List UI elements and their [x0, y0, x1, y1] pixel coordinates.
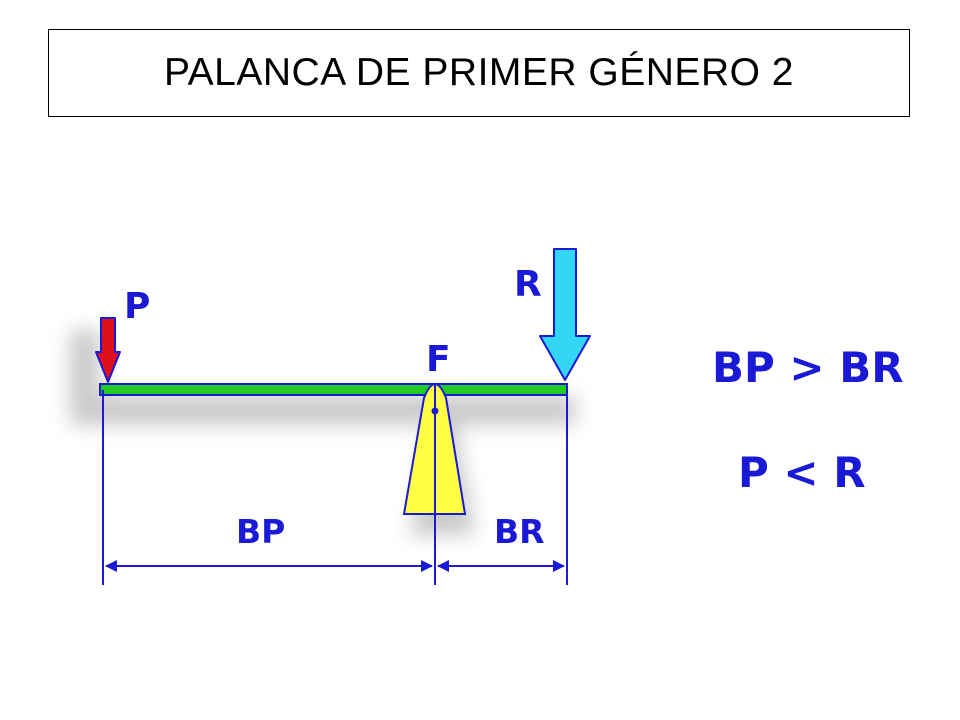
lever-bar: [99, 383, 568, 396]
force-relation: P < R: [738, 448, 866, 497]
resistance-label: R: [514, 264, 542, 305]
arm-relation: BP > BR: [712, 343, 904, 392]
page-title: PALANCA DE PRIMER GÉNERO 2: [164, 51, 794, 94]
effort-arrow: [95, 317, 121, 383]
title-box: PALANCA DE PRIMER GÉNERO 2: [48, 29, 910, 117]
resistance-arrow: [539, 248, 591, 381]
effort-arm-label: BP: [236, 512, 285, 551]
lever-shadow: [70, 330, 575, 535]
resistance-arm-label: BR: [494, 512, 545, 551]
effort-label: P: [124, 286, 150, 327]
fulcrum-label: F: [426, 339, 451, 380]
fulcrum-pivot: [431, 407, 439, 415]
